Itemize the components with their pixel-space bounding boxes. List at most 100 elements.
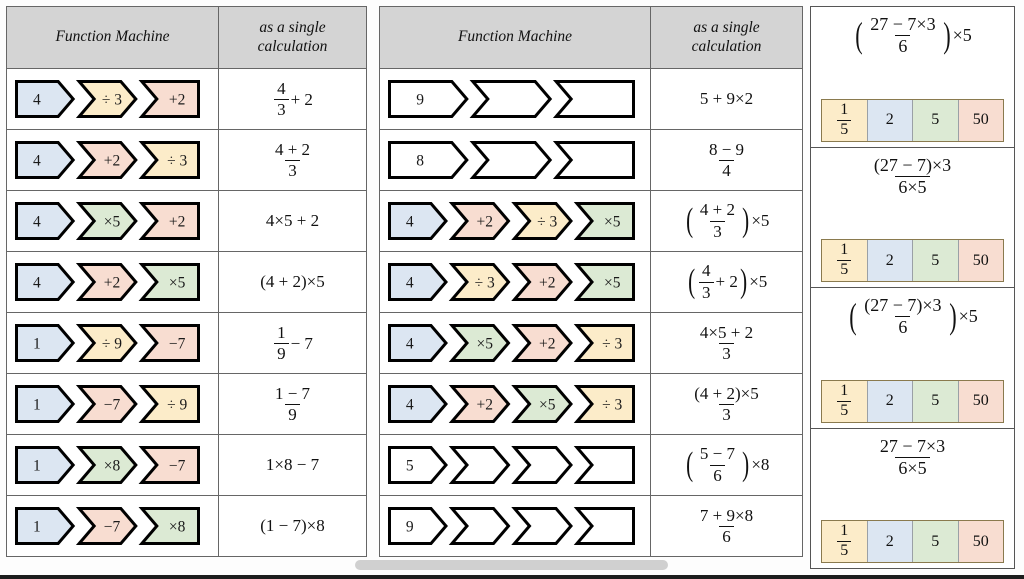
machine-segment[interactable]	[75, 80, 138, 118]
machine-cell[interactable]: 1×8−7	[6, 434, 219, 496]
machine-segment[interactable]	[15, 446, 76, 484]
machine-segment[interactable]	[573, 507, 635, 545]
machine-cell[interactable]: 1÷ 9−7	[6, 312, 219, 374]
machine-segment[interactable]	[448, 507, 511, 545]
machine-segment[interactable]	[75, 263, 138, 301]
calculation-cell[interactable]: 1×8 − 7	[218, 434, 367, 496]
machine-segment[interactable]	[138, 385, 200, 423]
machine-segment[interactable]	[15, 141, 76, 179]
machine-cell[interactable]: 9	[379, 495, 651, 557]
machine-cell[interactable]: 4+2÷ 3	[6, 129, 219, 191]
machine-segment[interactable]	[511, 446, 573, 484]
machine-segment[interactable]	[573, 324, 635, 362]
machine-segment[interactable]	[448, 446, 511, 484]
machine-segment[interactable]	[15, 263, 76, 301]
machine-cell[interactable]: 8	[379, 129, 651, 191]
machine-segment[interactable]	[138, 202, 200, 240]
machine-segment[interactable]	[448, 202, 511, 240]
machine-segment[interactable]	[388, 324, 448, 362]
machine-segment[interactable]	[573, 202, 635, 240]
machine-cell[interactable]: 1−7×8	[6, 495, 219, 557]
answer-option[interactable]: 2	[867, 99, 913, 141]
horizontal-scrollbar[interactable]	[355, 560, 668, 570]
answer-option[interactable]: 50	[958, 380, 1003, 422]
answer-option[interactable]: 50	[958, 521, 1003, 562]
machine-segment[interactable]	[552, 80, 635, 118]
machine-segment[interactable]	[388, 507, 448, 545]
machine-segment[interactable]	[15, 324, 76, 362]
machine-segment[interactable]	[138, 80, 200, 118]
machine-segment[interactable]	[15, 202, 76, 240]
machine-segment[interactable]	[15, 80, 76, 118]
machine-cell[interactable]: 9	[379, 68, 651, 130]
machine-segment[interactable]	[573, 446, 635, 484]
machine-segment[interactable]	[573, 263, 635, 301]
machine-cell[interactable]: 4×5+2÷ 3	[379, 312, 651, 374]
machine-segment[interactable]	[388, 385, 448, 423]
machine-segment[interactable]	[552, 141, 635, 179]
machine-segment[interactable]	[138, 141, 200, 179]
machine-segment[interactable]	[138, 446, 200, 484]
machine-segment[interactable]	[388, 202, 448, 240]
machine-segment[interactable]	[469, 141, 553, 179]
answer-option[interactable]: 5	[913, 240, 959, 281]
machine-segment[interactable]	[388, 80, 469, 118]
machine-segment[interactable]	[75, 507, 138, 545]
machine-segment[interactable]	[75, 385, 138, 423]
machine-cell[interactable]: 1−7÷ 9	[6, 373, 219, 435]
machine-segment[interactable]	[75, 324, 138, 362]
answer-option[interactable]: 2	[867, 380, 913, 422]
machine-segment[interactable]	[511, 202, 573, 240]
answer-option[interactable]: 5	[913, 521, 959, 562]
machine-cell[interactable]: 4+2×5÷ 3	[379, 373, 651, 435]
machine-segment[interactable]	[448, 263, 511, 301]
machine-segment[interactable]	[573, 385, 635, 423]
machine-segment[interactable]	[448, 324, 511, 362]
answer-option[interactable]: 2	[867, 240, 913, 281]
machine-segment[interactable]	[511, 385, 573, 423]
machine-segment[interactable]	[511, 507, 573, 545]
machine-cell[interactable]: 4+2÷ 3×5	[379, 190, 651, 252]
machine-segment[interactable]	[75, 446, 138, 484]
machine-segment[interactable]	[469, 80, 553, 118]
machine-cell[interactable]: 4÷ 3+2×5	[379, 251, 651, 313]
machine-segment[interactable]	[138, 263, 200, 301]
machine-cell[interactable]: 5	[379, 434, 651, 496]
machine-cell[interactable]: 4+2×5	[6, 251, 219, 313]
machine-segment[interactable]	[15, 385, 76, 423]
machine-segment[interactable]	[388, 446, 448, 484]
calculation-cell[interactable]: (1 − 7)×8	[218, 495, 367, 557]
answer-option[interactable]: 5	[913, 380, 959, 422]
machine-segment[interactable]	[388, 263, 448, 301]
calculation-cell[interactable]: (4 + 2)×5	[218, 251, 367, 313]
calculation-cell[interactable]: 4×5 + 2	[218, 190, 367, 252]
machine-segment[interactable]	[138, 324, 200, 362]
machine-segment[interactable]	[75, 202, 138, 240]
calculation-cell[interactable]: 5 + 9×2	[650, 68, 803, 130]
machine-segment[interactable]	[511, 324, 573, 362]
machine-cell[interactable]: 4×5+2	[6, 190, 219, 252]
machine-segment[interactable]	[75, 141, 138, 179]
machine-segment[interactable]	[15, 507, 76, 545]
answer-option[interactable]: 2	[867, 521, 913, 562]
machine-segment[interactable]	[511, 263, 573, 301]
answer-option[interactable]: 50	[958, 240, 1003, 281]
machine-cell[interactable]: 4÷ 3+2	[6, 68, 219, 130]
machine-segment[interactable]	[388, 141, 469, 179]
answer-option[interactable]: 50	[958, 99, 1003, 141]
